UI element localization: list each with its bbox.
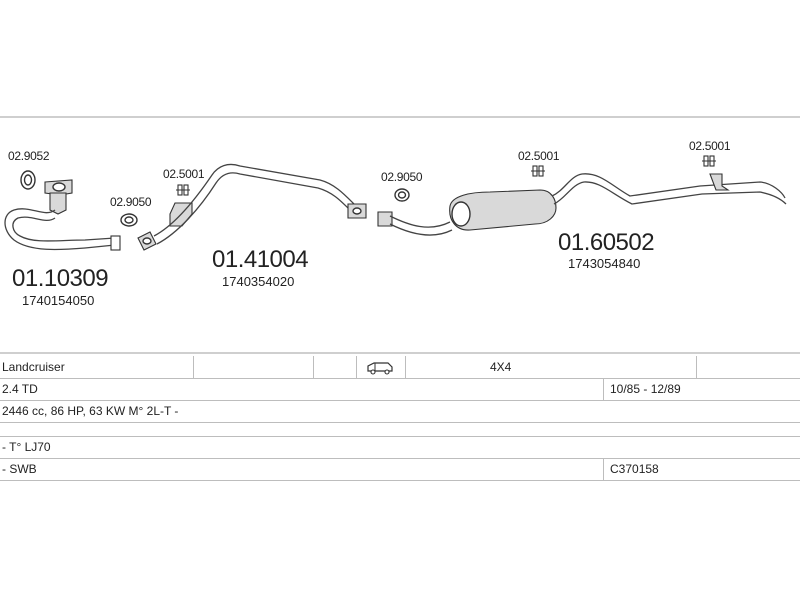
front-pipe-shape[interactable] xyxy=(4,179,121,251)
clamp-a-icon[interactable] xyxy=(176,184,190,196)
exhaust-system-diagram: 02.9052 01.10309 1740154050 02.9050 02.5… xyxy=(4,139,787,308)
table-top-rule xyxy=(0,352,800,354)
cell-divider xyxy=(603,458,604,480)
drive-type: 4X4 xyxy=(490,360,512,374)
middle-pipe-oem: 1740354020 xyxy=(222,274,294,289)
clamp-c-icon[interactable] xyxy=(702,155,716,167)
top-rule xyxy=(0,116,800,118)
table-row: 2446 cc, 86 HP, 63 KW M° 2L-T - xyxy=(0,400,800,423)
rear-silencer-shape[interactable] xyxy=(377,173,787,236)
clamp-b-icon[interactable] xyxy=(531,165,545,177)
engine-spec: 2446 cc, 86 HP, 63 KW M° 2L-T - xyxy=(2,404,179,418)
van-icon xyxy=(366,360,394,375)
clamp-b-code[interactable]: 02.5001 xyxy=(518,149,560,163)
rear-silencer-oem: 1743054840 xyxy=(568,256,640,271)
catalogue-number: C370158 xyxy=(610,462,659,476)
front-pipe-oem: 1740154050 xyxy=(22,293,94,308)
gasket-a-code[interactable]: 02.9052 xyxy=(8,149,50,163)
table-row: 2.4 TD 10/85 - 12/89 xyxy=(0,378,800,401)
production-years: 10/85 - 12/89 xyxy=(610,382,681,396)
cell-divider xyxy=(696,356,697,378)
engine: 2.4 TD xyxy=(2,382,38,396)
gasket-b-code[interactable]: 02.9050 xyxy=(110,195,152,209)
cell-divider xyxy=(603,378,604,400)
clamp-c-code[interactable]: 02.5001 xyxy=(689,139,731,153)
cell-divider xyxy=(356,356,357,378)
clamp-a-code[interactable]: 02.5001 xyxy=(163,167,205,181)
gasket-c-code[interactable]: 02.9050 xyxy=(381,170,423,184)
vehicle-type: - T° LJ70 xyxy=(2,440,51,454)
cell-divider xyxy=(313,356,314,378)
cell-divider xyxy=(405,356,406,378)
table-row: Landcruiser 4X4 xyxy=(0,356,800,379)
front-pipe-number[interactable]: 01.10309 xyxy=(12,265,109,292)
gasket-a-icon[interactable] xyxy=(20,170,36,190)
table-row xyxy=(0,422,800,437)
vehicle-model: Landcruiser xyxy=(2,360,65,374)
cell-divider xyxy=(193,356,194,378)
gasket-b-icon[interactable] xyxy=(120,213,138,227)
rear-silencer-number[interactable]: 01.60502 xyxy=(558,229,655,256)
middle-pipe-shape[interactable] xyxy=(137,163,367,251)
table-row: - SWB C370158 xyxy=(0,458,800,481)
table-row: - T° LJ70 xyxy=(0,436,800,459)
middle-pipe-number[interactable]: 01.41004 xyxy=(212,246,309,273)
wheelbase: - SWB xyxy=(2,462,37,476)
gasket-c-icon[interactable] xyxy=(394,188,410,202)
